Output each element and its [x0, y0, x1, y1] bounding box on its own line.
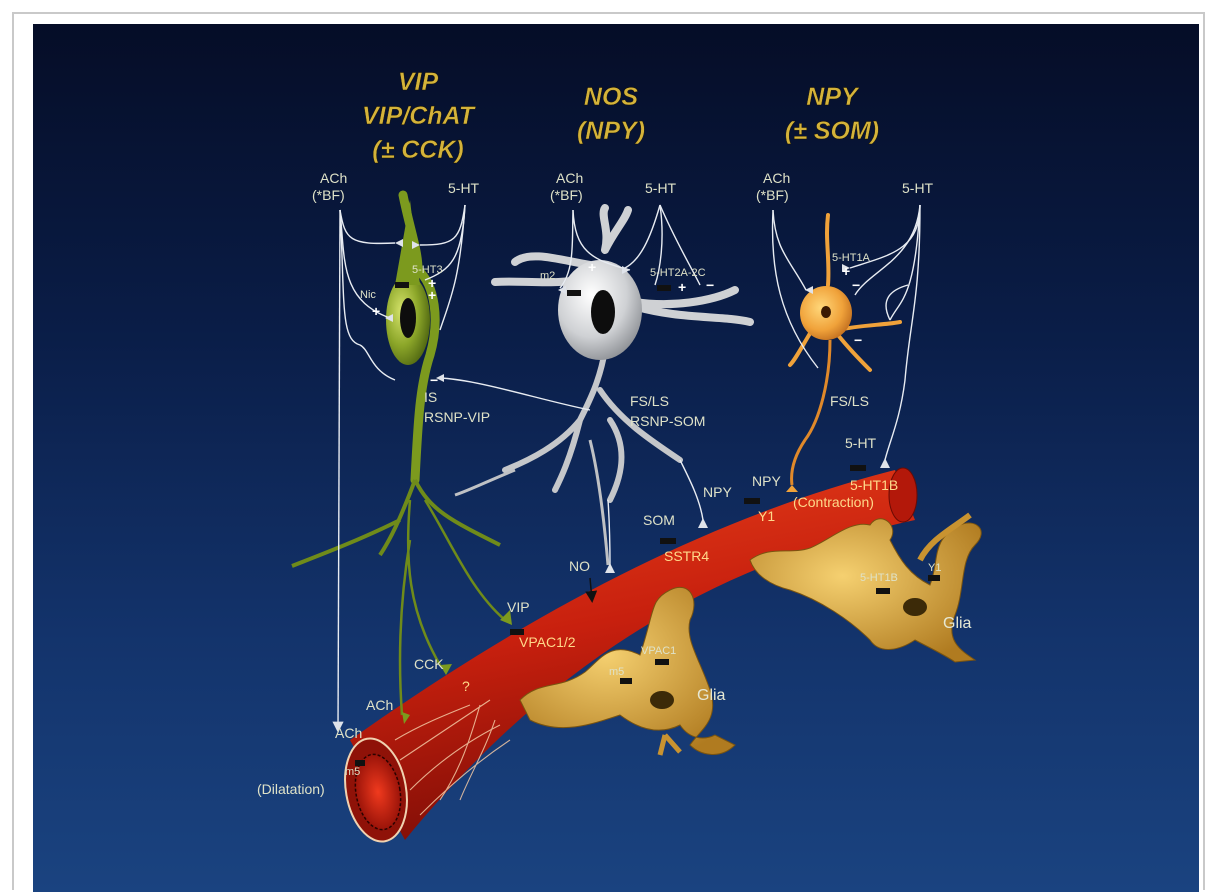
title-nos: NOS (NPY)	[577, 83, 645, 145]
svg-text:5-HT1A: 5-HT1A	[832, 252, 871, 264]
svg-text:NO: NO	[569, 558, 590, 574]
svg-text:Glia: Glia	[697, 687, 726, 704]
vip-neuron	[292, 195, 505, 715]
svg-text:m2: m2	[540, 270, 555, 282]
svg-text:?: ?	[462, 678, 470, 694]
svg-text:FS/LS: FS/LS	[830, 393, 869, 409]
svg-text:+: +	[842, 263, 850, 279]
svg-text:(± CCK): (± CCK)	[372, 136, 463, 164]
svg-text:−: −	[852, 277, 860, 293]
svg-text:+: +	[588, 259, 596, 275]
svg-text:SSTR4: SSTR4	[664, 548, 709, 564]
svg-text:SOM: SOM	[643, 512, 675, 528]
svg-text:Glia: Glia	[943, 615, 972, 632]
title-npy: NPY (± SOM)	[785, 83, 879, 145]
svg-text:5-HT: 5-HT	[902, 180, 934, 196]
svg-text:VIP: VIP	[507, 599, 530, 615]
title-vip: VIP VIP/ChAT (± CCK)	[362, 68, 477, 164]
svg-text:IS: IS	[424, 389, 437, 405]
svg-text:5-HT1B: 5-HT1B	[850, 477, 898, 493]
svg-text:+: +	[678, 279, 686, 295]
svg-text:(*BF): (*BF)	[312, 187, 345, 203]
svg-text:RSNP-SOM: RSNP-SOM	[630, 413, 705, 429]
svg-text:VPAC1/2: VPAC1/2	[519, 634, 576, 650]
svg-text:Y1: Y1	[928, 562, 941, 574]
svg-text:CCK: CCK	[414, 656, 444, 672]
svg-text:Y1: Y1	[758, 508, 775, 524]
svg-text:m5: m5	[345, 766, 360, 778]
svg-text:VIP/ChAT: VIP/ChAT	[362, 102, 477, 130]
svg-text:ACh: ACh	[335, 725, 362, 741]
svg-text:−: −	[854, 332, 862, 348]
svg-text:ACh: ACh	[320, 170, 347, 186]
svg-text:(*BF): (*BF)	[756, 187, 789, 203]
svg-text:(Dilatation): (Dilatation)	[257, 781, 325, 797]
svg-text:5-HT: 5-HT	[448, 180, 480, 196]
svg-text:5-HT1B: 5-HT1B	[860, 572, 898, 584]
svg-text:VIP: VIP	[398, 68, 439, 96]
svg-text:5-HT: 5-HT	[845, 435, 877, 451]
svg-text:NOS: NOS	[584, 83, 639, 111]
svg-text:ACh: ACh	[366, 697, 393, 713]
svg-text:VPAC1: VPAC1	[641, 645, 676, 657]
svg-text:+: +	[428, 287, 436, 303]
svg-text:NPY: NPY	[752, 473, 781, 489]
svg-text:ACh: ACh	[763, 170, 790, 186]
svg-text:ACh: ACh	[556, 170, 583, 186]
svg-text:+: +	[372, 303, 380, 319]
svg-text:−: −	[430, 372, 438, 388]
svg-text:m5: m5	[609, 666, 624, 678]
svg-text:(NPY): (NPY)	[577, 117, 645, 145]
svg-text:FS/LS: FS/LS	[630, 393, 669, 409]
cell-type-labels: IS RSNP-VIP FS/LS RSNP-SOM FS/LS	[424, 389, 869, 429]
svg-text:NPY: NPY	[703, 484, 732, 500]
svg-text:NPY: NPY	[806, 83, 860, 111]
svg-text:(Contraction): (Contraction)	[793, 494, 874, 510]
svg-text:−: −	[706, 277, 714, 293]
svg-text:(± SOM): (± SOM)	[785, 117, 879, 145]
svg-text:5-HT2A-2C: 5-HT2A-2C	[650, 267, 706, 279]
svg-text:Nic: Nic	[360, 289, 376, 301]
svg-text:5-HT: 5-HT	[645, 180, 677, 196]
svg-text:(*BF): (*BF)	[550, 187, 583, 203]
svg-text:RSNP-VIP: RSNP-VIP	[424, 409, 490, 425]
